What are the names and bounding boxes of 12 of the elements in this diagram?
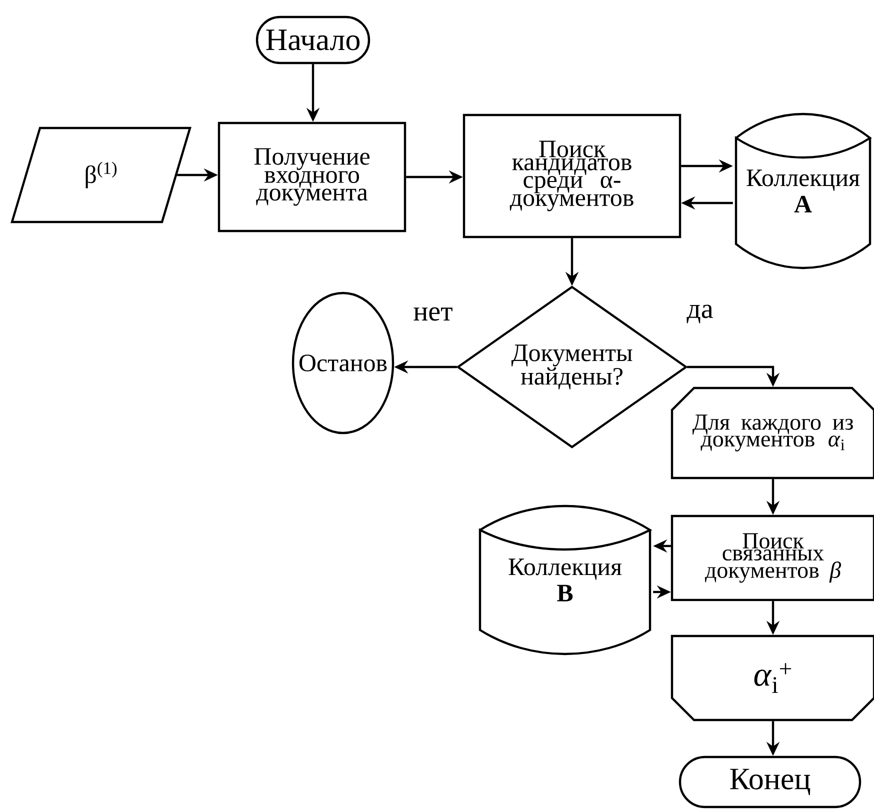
edge-label: да bbox=[686, 304, 714, 324]
input-parallelogram: β$^{(1)}$ bbox=[10, 126, 192, 224]
database-cylinder: Коллекция B bbox=[478, 505, 652, 655]
loop-start-box: Для каждого из документов α$_{i}$ bbox=[670, 386, 874, 480]
loop-end-box: α$_{i}$+ bbox=[670, 634, 874, 722]
process-box: Поиск связанных документов β bbox=[670, 514, 874, 602]
start-terminal: Начало bbox=[256, 16, 370, 64]
process-box: Поиск кандидатов среди α-документов bbox=[462, 114, 682, 238]
database-cylinder: Коллекция A bbox=[734, 113, 872, 269]
process-box: Получение входного документа bbox=[218, 122, 406, 232]
edge-label: нет bbox=[412, 306, 454, 322]
end-terminal: Конец bbox=[678, 756, 862, 808]
